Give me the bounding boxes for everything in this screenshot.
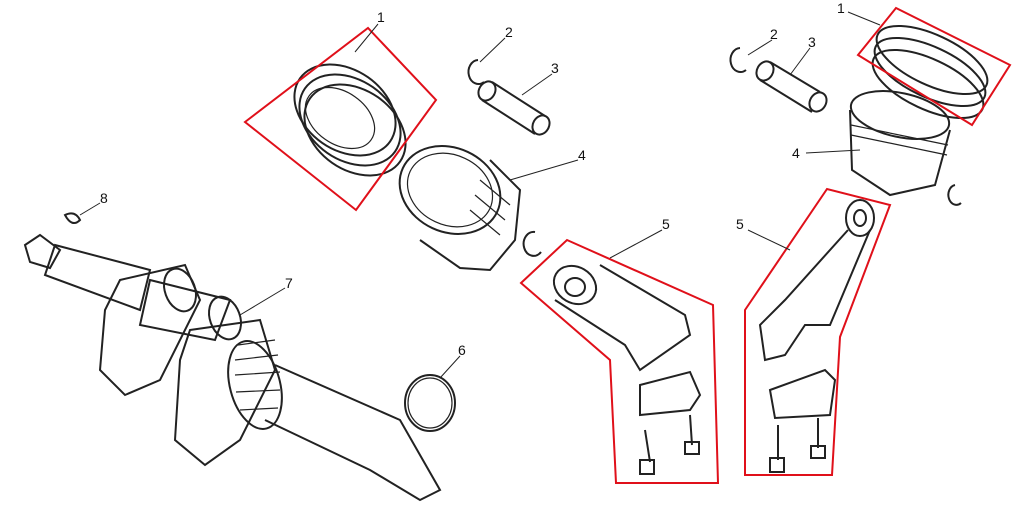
callout-7: 7: [285, 275, 293, 291]
circlip-left-2[interactable]: [522, 230, 542, 257]
piston-pin-right[interactable]: [753, 58, 830, 114]
callout-5-right: 5: [736, 216, 744, 232]
callout-2-left: 2: [505, 24, 513, 40]
callout-6: 6: [458, 342, 466, 358]
callout-1-left: 1: [377, 9, 385, 25]
callout-2-right: 2: [770, 26, 778, 42]
circlip-right-2[interactable]: [947, 184, 962, 206]
highlight-rod-left: [519, 238, 720, 484]
leader-lines: [79, 11, 881, 379]
callout-5-left: 5: [662, 216, 670, 232]
callout-3-left: 3: [551, 60, 559, 76]
highlight-rings-right: [856, 6, 1012, 127]
woodruff-key[interactable]: [63, 212, 82, 225]
circlip-left[interactable]: [467, 59, 485, 85]
connecting-rod-left[interactable]: [547, 258, 702, 475]
piston-left[interactable]: [385, 130, 522, 272]
callout-4-right: 4: [792, 145, 800, 161]
piston-rings-right[interactable]: [863, 12, 997, 132]
callout-1-right: 1: [837, 0, 845, 16]
piston-right[interactable]: [847, 83, 954, 197]
callout-8: 8: [100, 190, 108, 206]
callout-3-right: 3: [808, 34, 816, 50]
o-ring[interactable]: [404, 374, 456, 432]
connecting-rod-right[interactable]: [758, 199, 875, 473]
highlight-rod-right: [744, 187, 892, 476]
crankshaft[interactable]: [23, 233, 442, 502]
piston-pin-left[interactable]: [475, 78, 553, 137]
piston-rings-left[interactable]: [277, 46, 423, 195]
highlight-rings-left: [243, 26, 438, 212]
circlip-right[interactable]: [729, 47, 747, 73]
callout-4-left: 4: [578, 147, 586, 163]
